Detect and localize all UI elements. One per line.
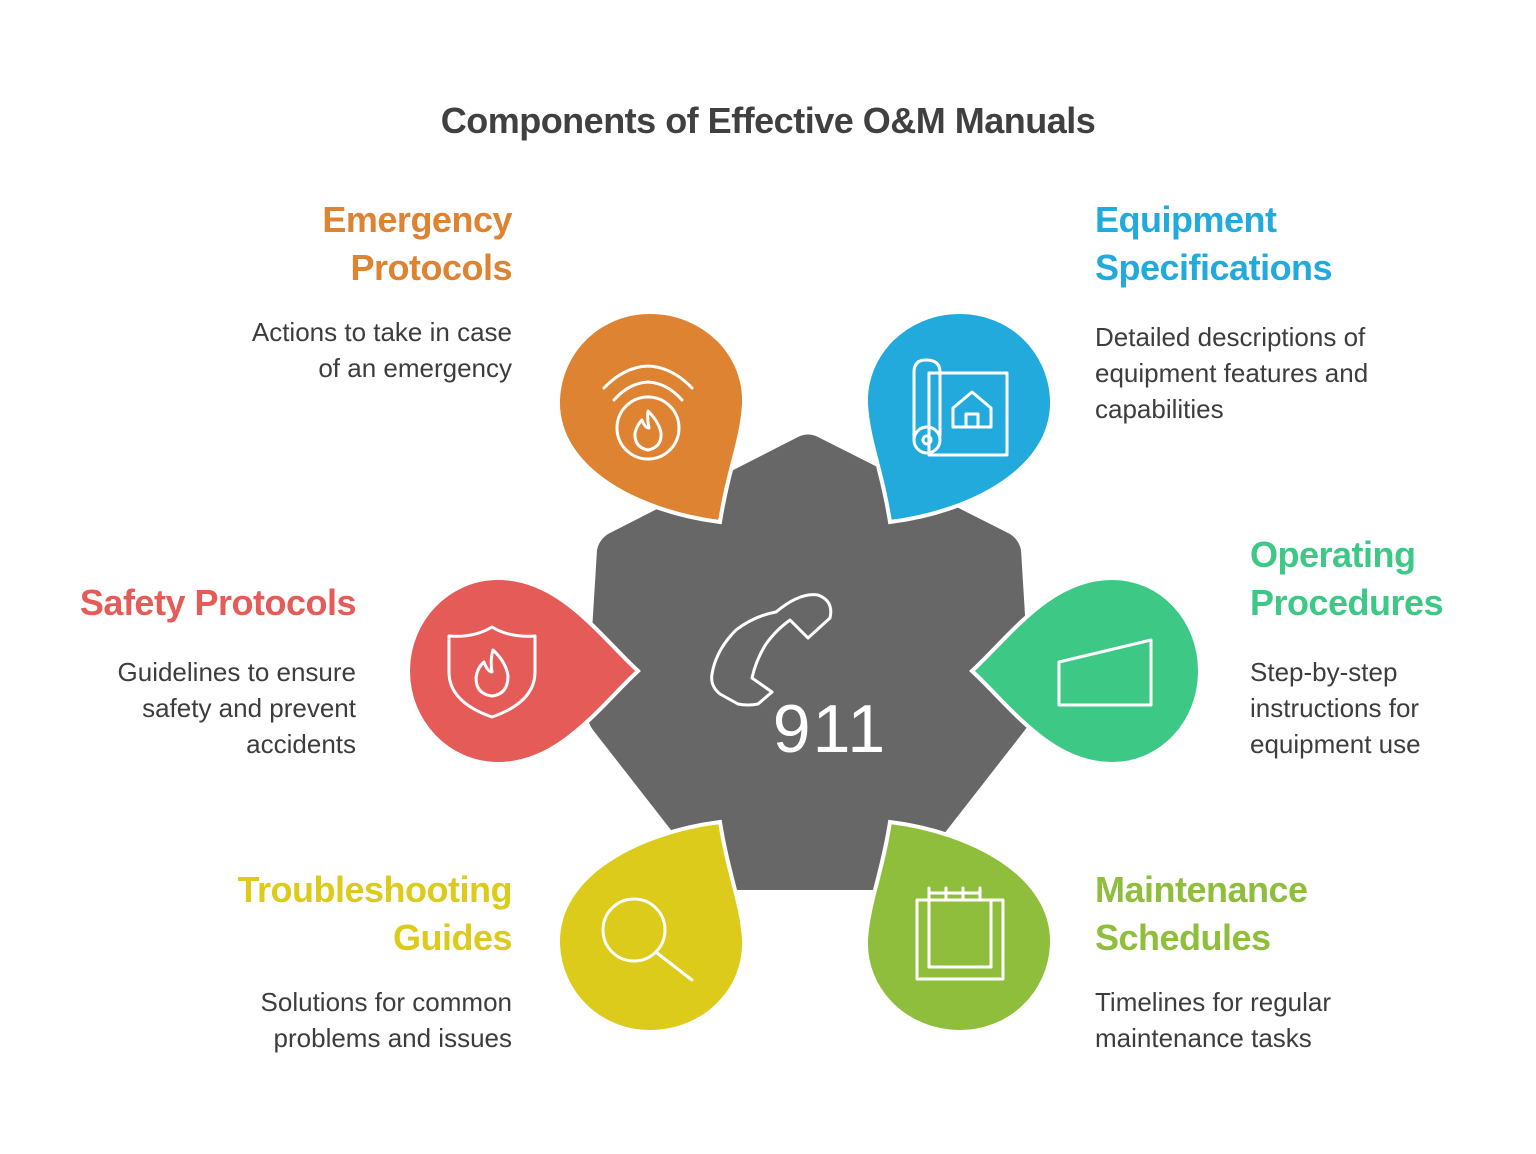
maintenance-label: Maintenance Schedules bbox=[1095, 866, 1455, 962]
maintenance-label-line: Maintenance bbox=[1095, 869, 1308, 910]
emergency-description-line: of an emergency bbox=[318, 353, 512, 383]
maintenance-label-line: Schedules bbox=[1095, 917, 1271, 958]
equipment-description-line: Detailed descriptions of bbox=[1095, 322, 1366, 352]
emergency-label-line: Protocols bbox=[350, 247, 512, 288]
diagram-title: Components of Effective O&M Manuals bbox=[440, 100, 1096, 141]
emergency-label-line: Emergency bbox=[322, 199, 512, 240]
equipment-pin bbox=[863, 309, 1055, 525]
emergency-pin bbox=[555, 309, 747, 525]
maintenance-description-line: Timelines for regular bbox=[1095, 987, 1332, 1017]
emergency-description: Actions to take in case of an emergency bbox=[170, 314, 512, 386]
emergency-label: Emergency Protocols bbox=[210, 196, 512, 292]
operating-label-line: Procedures bbox=[1250, 582, 1444, 623]
equipment-label-line: Specifications bbox=[1095, 247, 1333, 288]
maintenance-description-line: maintenance tasks bbox=[1095, 1023, 1312, 1053]
calendar-icon bbox=[915, 886, 1005, 981]
maintenance-pin bbox=[863, 819, 1055, 1035]
safety-description-line: Guidelines to ensure bbox=[117, 657, 356, 687]
operating-description: Step-by-step instructions for equipment … bbox=[1250, 654, 1520, 762]
center-heptagon bbox=[587, 434, 1031, 890]
safety-label-line: Safety Protocols bbox=[79, 582, 357, 623]
safety-description: Guidelines to ensure safety and prevent … bbox=[20, 654, 356, 762]
operating-description-line: equipment use bbox=[1250, 729, 1421, 759]
troubleshooting-description-line: problems and issues bbox=[273, 1023, 512, 1053]
safety-pin bbox=[405, 575, 641, 767]
emergency-description-line: Actions to take in case bbox=[251, 317, 512, 347]
equipment-label: Equipment Specifications bbox=[1095, 196, 1475, 292]
operating-description-line: instructions for bbox=[1250, 693, 1420, 723]
troubleshooting-pin bbox=[555, 819, 747, 1035]
troubleshooting-label: Troubleshooting Guides bbox=[150, 866, 513, 962]
equipment-label-line: Equipment bbox=[1095, 199, 1277, 240]
operating-label: Operating Procedures bbox=[1250, 531, 1520, 627]
maintenance-description: Timelines for regular maintenance tasks bbox=[1095, 984, 1475, 1056]
troubleshooting-label-line: Guides bbox=[392, 917, 513, 958]
equipment-description-line: capabilities bbox=[1095, 394, 1224, 424]
phone-icon bbox=[710, 593, 833, 707]
operating-pin bbox=[969, 575, 1203, 767]
blueprint-icon bbox=[912, 358, 1009, 457]
center-text: 911 bbox=[773, 691, 887, 767]
safety-description-line: safety and prevent bbox=[142, 693, 356, 723]
troubleshooting-label-line: Troubleshooting bbox=[237, 869, 513, 910]
operating-label-line: Operating bbox=[1250, 534, 1416, 575]
equipment-description: Detailed descriptions of equipment featu… bbox=[1095, 319, 1495, 427]
safety-description-line: accidents bbox=[246, 729, 356, 759]
shape-icon bbox=[1057, 638, 1153, 707]
equipment-description-line: equipment features and bbox=[1095, 358, 1369, 388]
troubleshooting-description: Solutions for common problems and issues bbox=[150, 984, 512, 1056]
safety-label: Safety Protocols bbox=[20, 579, 357, 627]
magnifier-icon bbox=[601, 897, 694, 982]
fire-alarm-icon bbox=[602, 364, 694, 461]
troubleshooting-description-line: Solutions for common bbox=[260, 987, 512, 1017]
shield-fire-icon bbox=[447, 625, 537, 719]
operating-description-line: Step-by-step bbox=[1250, 657, 1398, 687]
